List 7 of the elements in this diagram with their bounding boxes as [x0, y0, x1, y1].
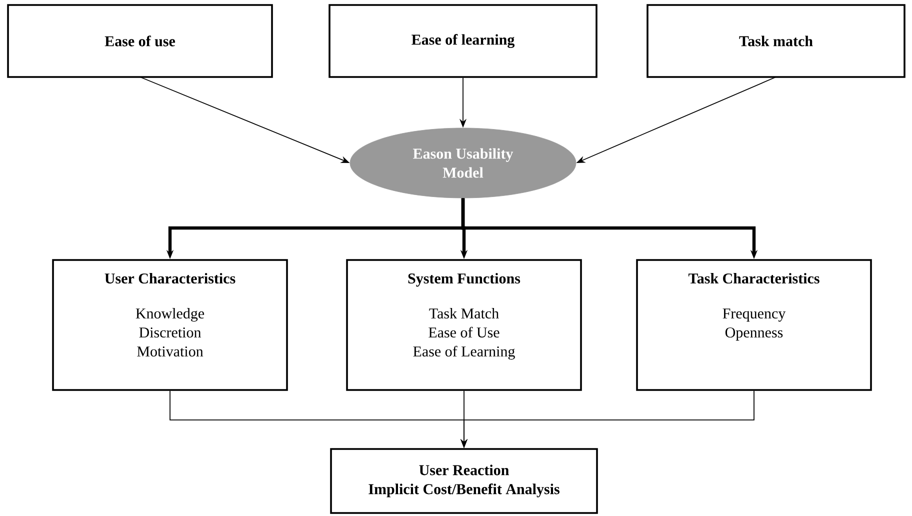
- concept-box: Task match: [646, 4, 906, 78]
- concept-box: Ease of use: [7, 4, 273, 78]
- factor-box: User Characteristics Knowledge Discretion Motivation: [52, 259, 288, 391]
- factor-box: Task Characteristics Frequency Openness: [636, 259, 872, 391]
- factor-box: System Functions Task Match Ease of Use Ease of Learning: [346, 259, 582, 391]
- concept-box: User Reaction Implicit Cost/Benefit Analysis: [330, 448, 598, 514]
- concept-box: Ease of learning: [328, 4, 598, 78]
